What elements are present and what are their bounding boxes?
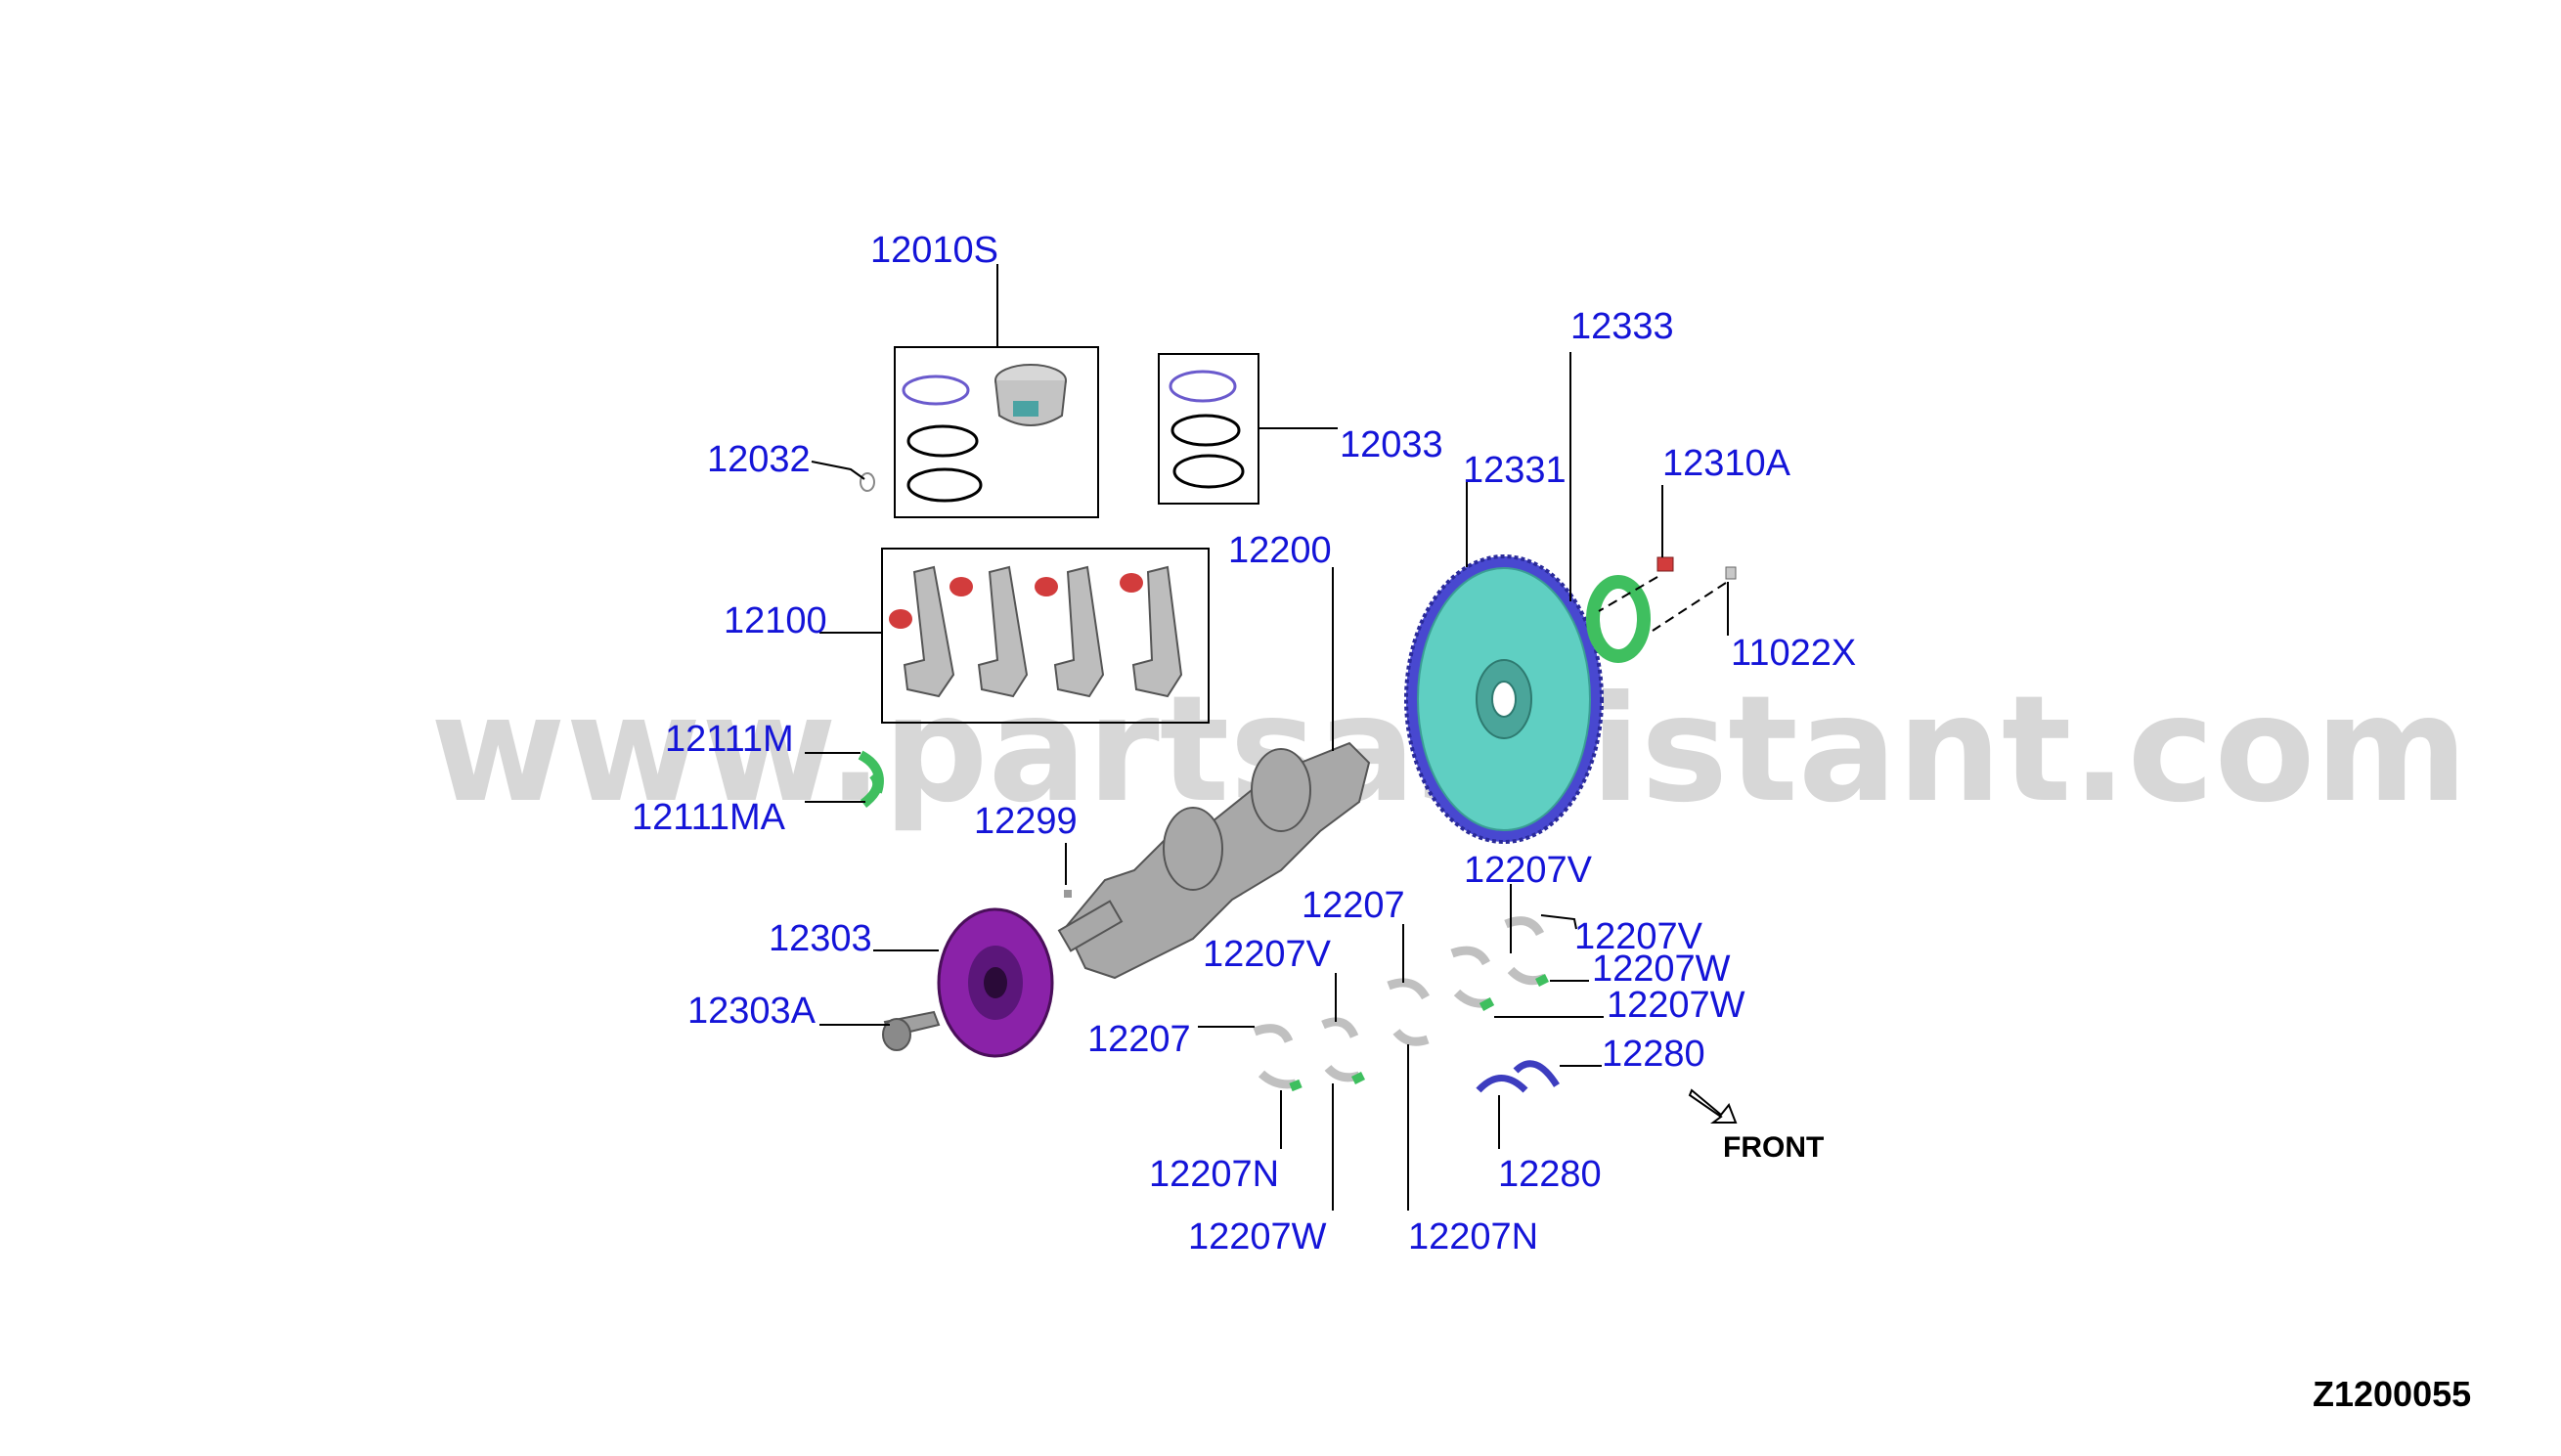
label-12331[interactable]: 12331 <box>1463 450 1567 491</box>
label-12032[interactable]: 12032 <box>707 439 811 480</box>
crank-thrust-washer-icon <box>1476 1060 1560 1093</box>
label-12303A[interactable]: 12303A <box>687 991 817 1032</box>
label-12207-top[interactable]: 12207 <box>1302 885 1405 926</box>
label-12280-bottom[interactable]: 12280 <box>1498 1154 1602 1195</box>
label-12033[interactable]: 12033 <box>1340 424 1443 465</box>
pulley-bolt-icon <box>882 1010 941 1051</box>
label-12207W-bottom[interactable]: 12207W <box>1188 1216 1327 1257</box>
label-12333[interactable]: 12333 <box>1570 306 1674 347</box>
label-12100[interactable]: 12100 <box>724 600 827 641</box>
label-12207N-left[interactable]: 12207N <box>1149 1154 1279 1195</box>
crank-pulley-icon <box>937 907 1054 1058</box>
ring-set-box <box>1158 353 1259 505</box>
leader-lines <box>805 264 1729 1211</box>
label-11022X[interactable]: 11022X <box>1731 633 1856 674</box>
pin-clip-icon <box>860 472 875 492</box>
label-12200[interactable]: 12200 <box>1228 530 1332 571</box>
label-12207V-top[interactable]: 12207V <box>1464 850 1593 891</box>
label-12207V-right[interactable]: 12207V <box>1574 916 1703 957</box>
label-12111MA[interactable]: 12111MA <box>632 797 786 838</box>
front-label: FRONT <box>1723 1131 1824 1164</box>
diagram-code: Z1200055 <box>2313 1374 2471 1414</box>
label-12111M[interactable]: 12111M <box>665 719 794 760</box>
label-12299[interactable]: 12299 <box>974 801 1078 842</box>
piston-pin-icon <box>889 573 1143 629</box>
flywheel-bolt-icon <box>1598 556 1674 612</box>
key-icon <box>1064 890 1072 898</box>
label-12280-top[interactable]: 12280 <box>1602 1034 1705 1075</box>
label-12310A[interactable]: 12310A <box>1662 443 1791 484</box>
label-12207N-bottom[interactable]: 12207N <box>1408 1216 1538 1257</box>
reinforcement-plate-icon <box>1586 575 1651 663</box>
piston-kit-box <box>894 346 1099 518</box>
front-arrow-icon <box>1688 1088 1738 1124</box>
thrust-washer-icon <box>858 750 884 808</box>
crankshaft-icon <box>1057 741 1371 980</box>
flywheel-icon <box>1404 554 1604 844</box>
label-12207W-right1[interactable]: 12207W <box>1592 949 1731 990</box>
label-12207-left[interactable]: 12207 <box>1087 1019 1191 1060</box>
piston-icon <box>994 364 1067 426</box>
label-12303[interactable]: 12303 <box>769 918 872 959</box>
label-12207W-right2[interactable]: 12207W <box>1607 985 1745 1026</box>
label-12010S[interactable]: 12010S <box>870 230 998 271</box>
part-labels: 12010S 12032 12033 12100 12200 12333 123… <box>632 230 1856 1257</box>
connecting-rods-box <box>881 548 1210 724</box>
dowel-pin-icon <box>1652 566 1737 632</box>
label-12207V-left[interactable]: 12207V <box>1203 934 1332 975</box>
